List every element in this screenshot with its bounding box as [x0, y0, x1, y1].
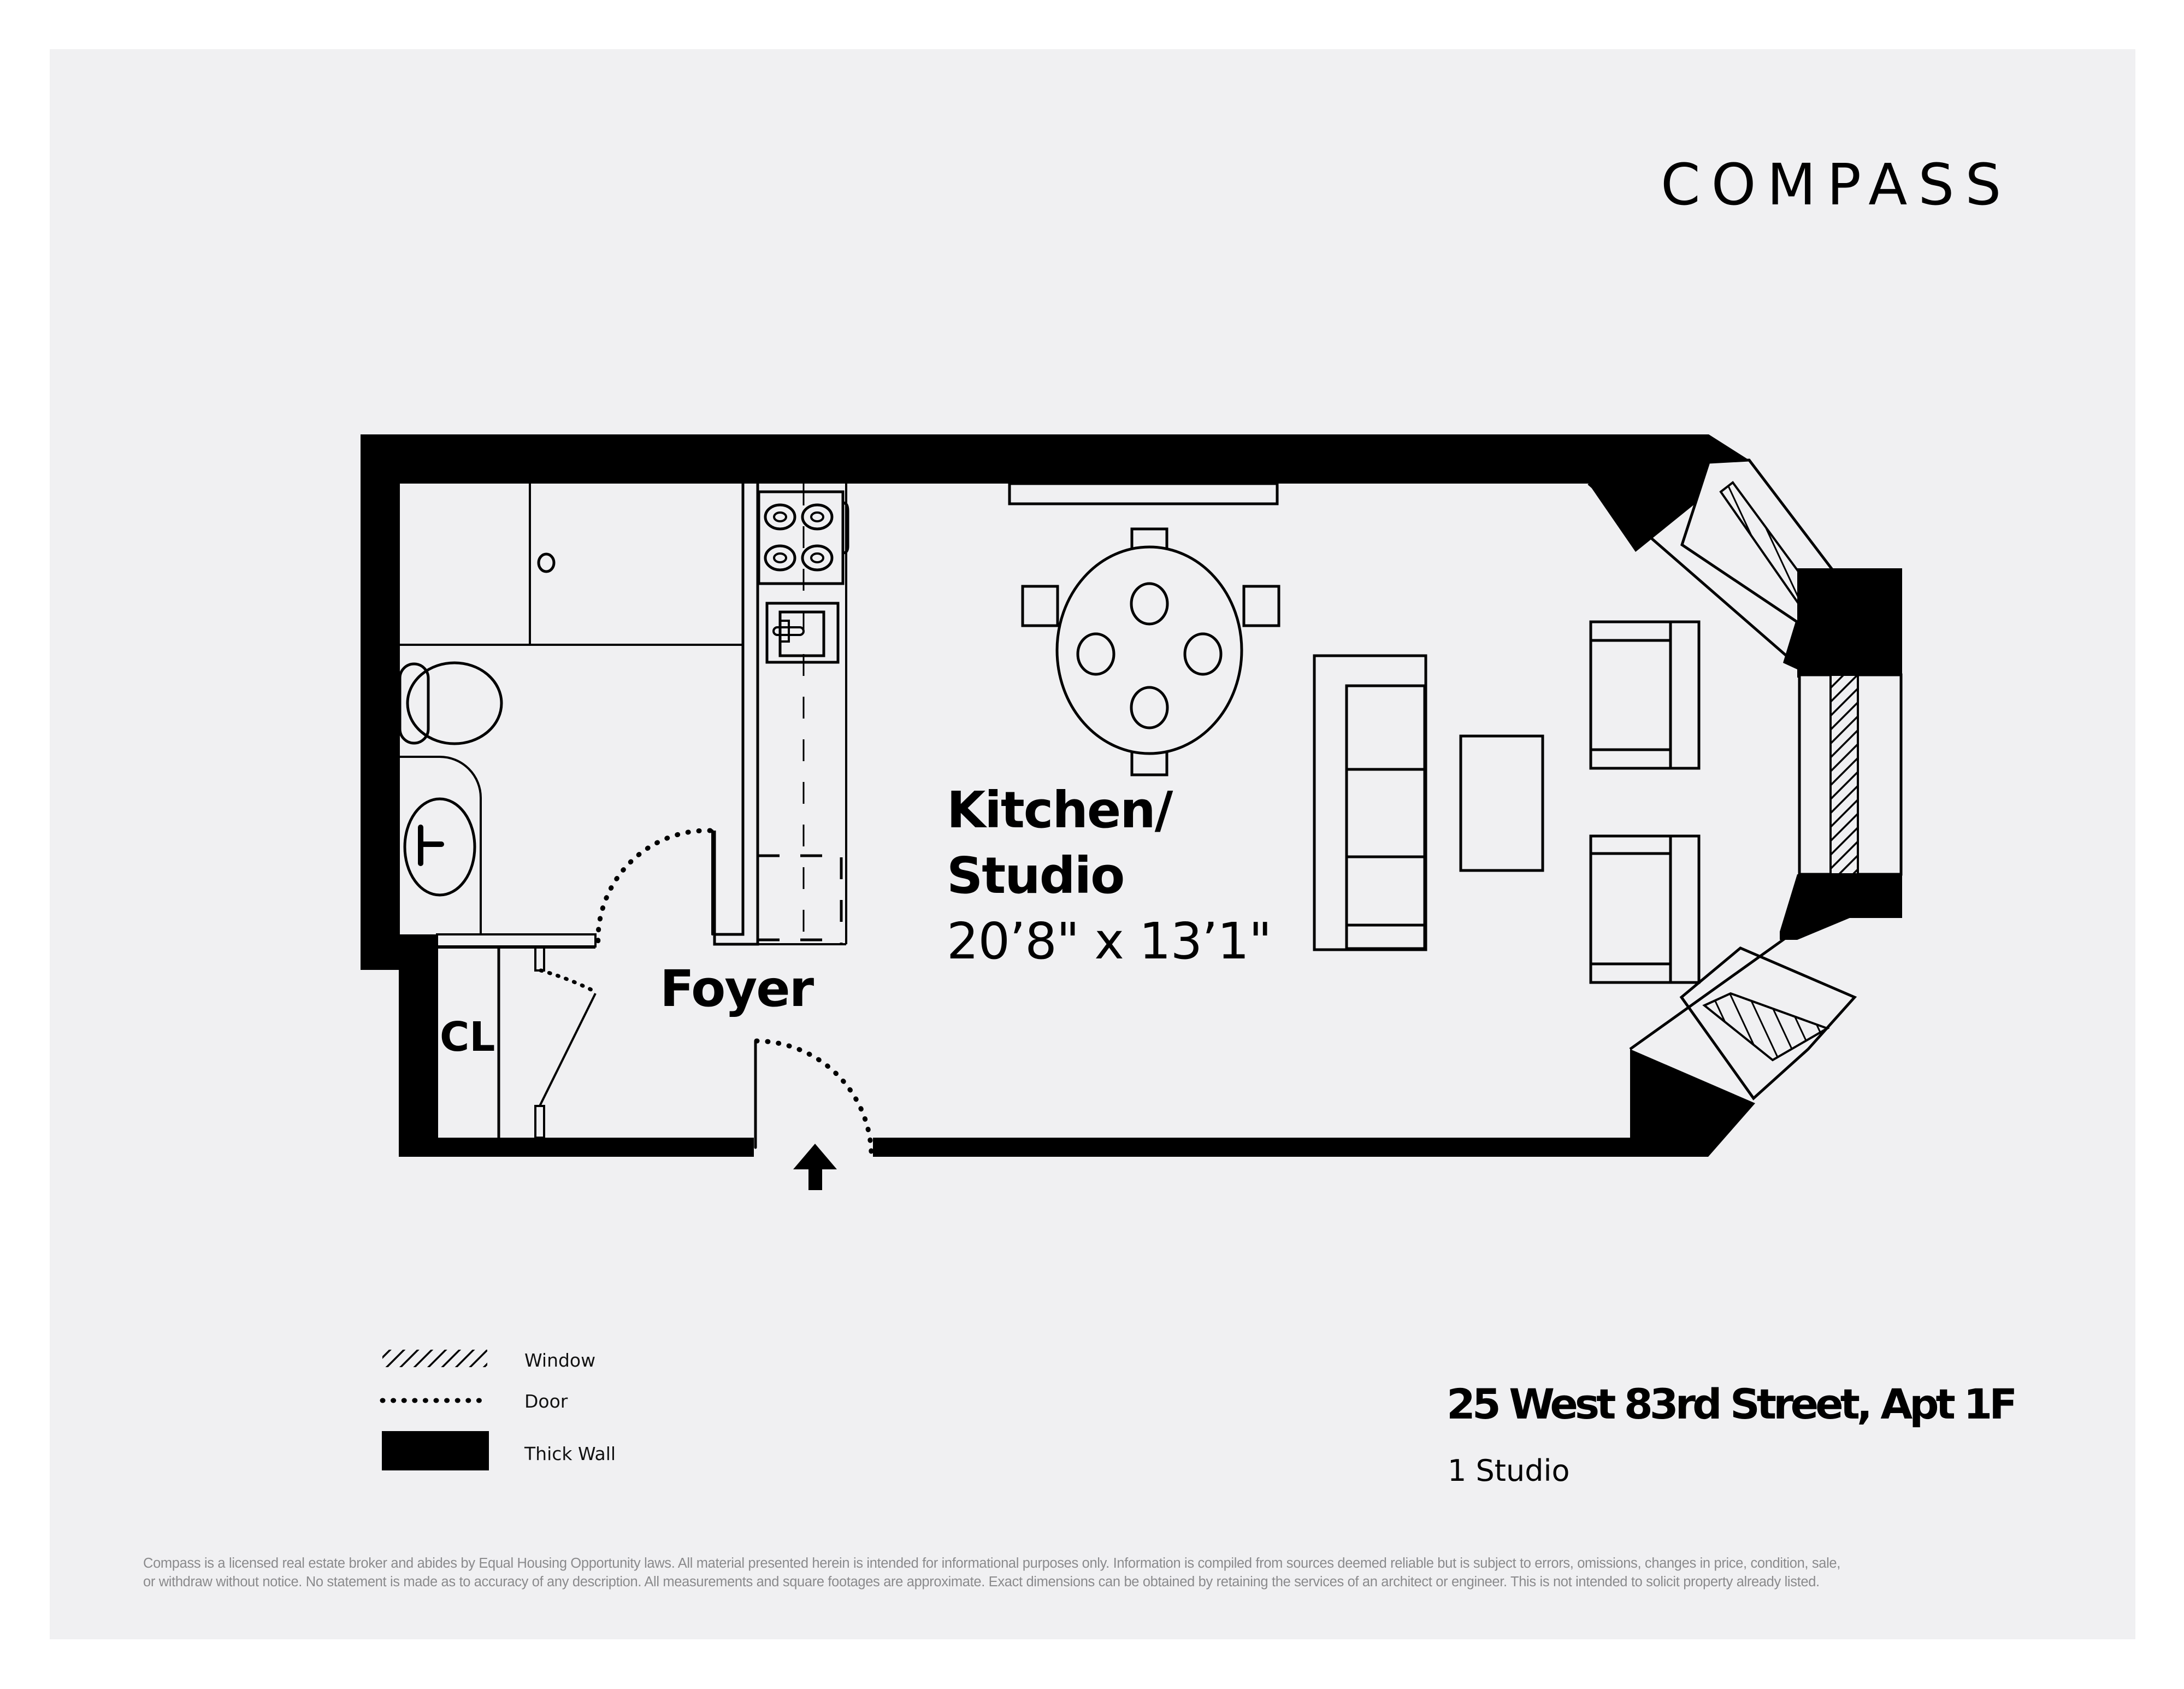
- room-label-closet: CL: [440, 1014, 495, 1061]
- room-label-kitchen: Kitchen/: [947, 781, 1173, 839]
- room-dimensions: 20’8" x 13’1": [947, 912, 1272, 970]
- disclaimer-line-2: or withdraw without notice. No statement…: [143, 1574, 1820, 1590]
- bathroom: [398, 484, 743, 948]
- listing-address: 25 West 83rd Street, Apt 1F: [1447, 1380, 2017, 1428]
- bay-windows: [1587, 458, 1903, 1101]
- room-label-studio: Studio: [947, 846, 1125, 905]
- disclaimer-line-1: Compass is a licensed real estate broker…: [143, 1556, 1840, 1571]
- listing-bedrooms: 1 Studio: [1448, 1453, 1570, 1488]
- legend-swatches: [380, 1350, 489, 1470]
- legend-thick-wall-swatch: [382, 1431, 489, 1470]
- legend-window-swatch: [382, 1350, 487, 1367]
- furniture: [1008, 482, 1701, 984]
- legend-window-label: Window: [524, 1350, 596, 1371]
- legal-disclaimer: Compass is a licensed real estate broker…: [143, 1554, 2044, 1591]
- legend-thick-wall-label: Thick Wall: [524, 1443, 616, 1464]
- entry-arrow-icon: [793, 1144, 837, 1190]
- legend-door-label: Door: [524, 1391, 568, 1412]
- galley-kitchen: [713, 484, 849, 946]
- door-swings: [595, 828, 874, 1156]
- room-label-foyer: Foyer: [660, 960, 814, 1018]
- closet: [437, 946, 598, 1139]
- compass-logo: COMPASS: [1661, 151, 2012, 218]
